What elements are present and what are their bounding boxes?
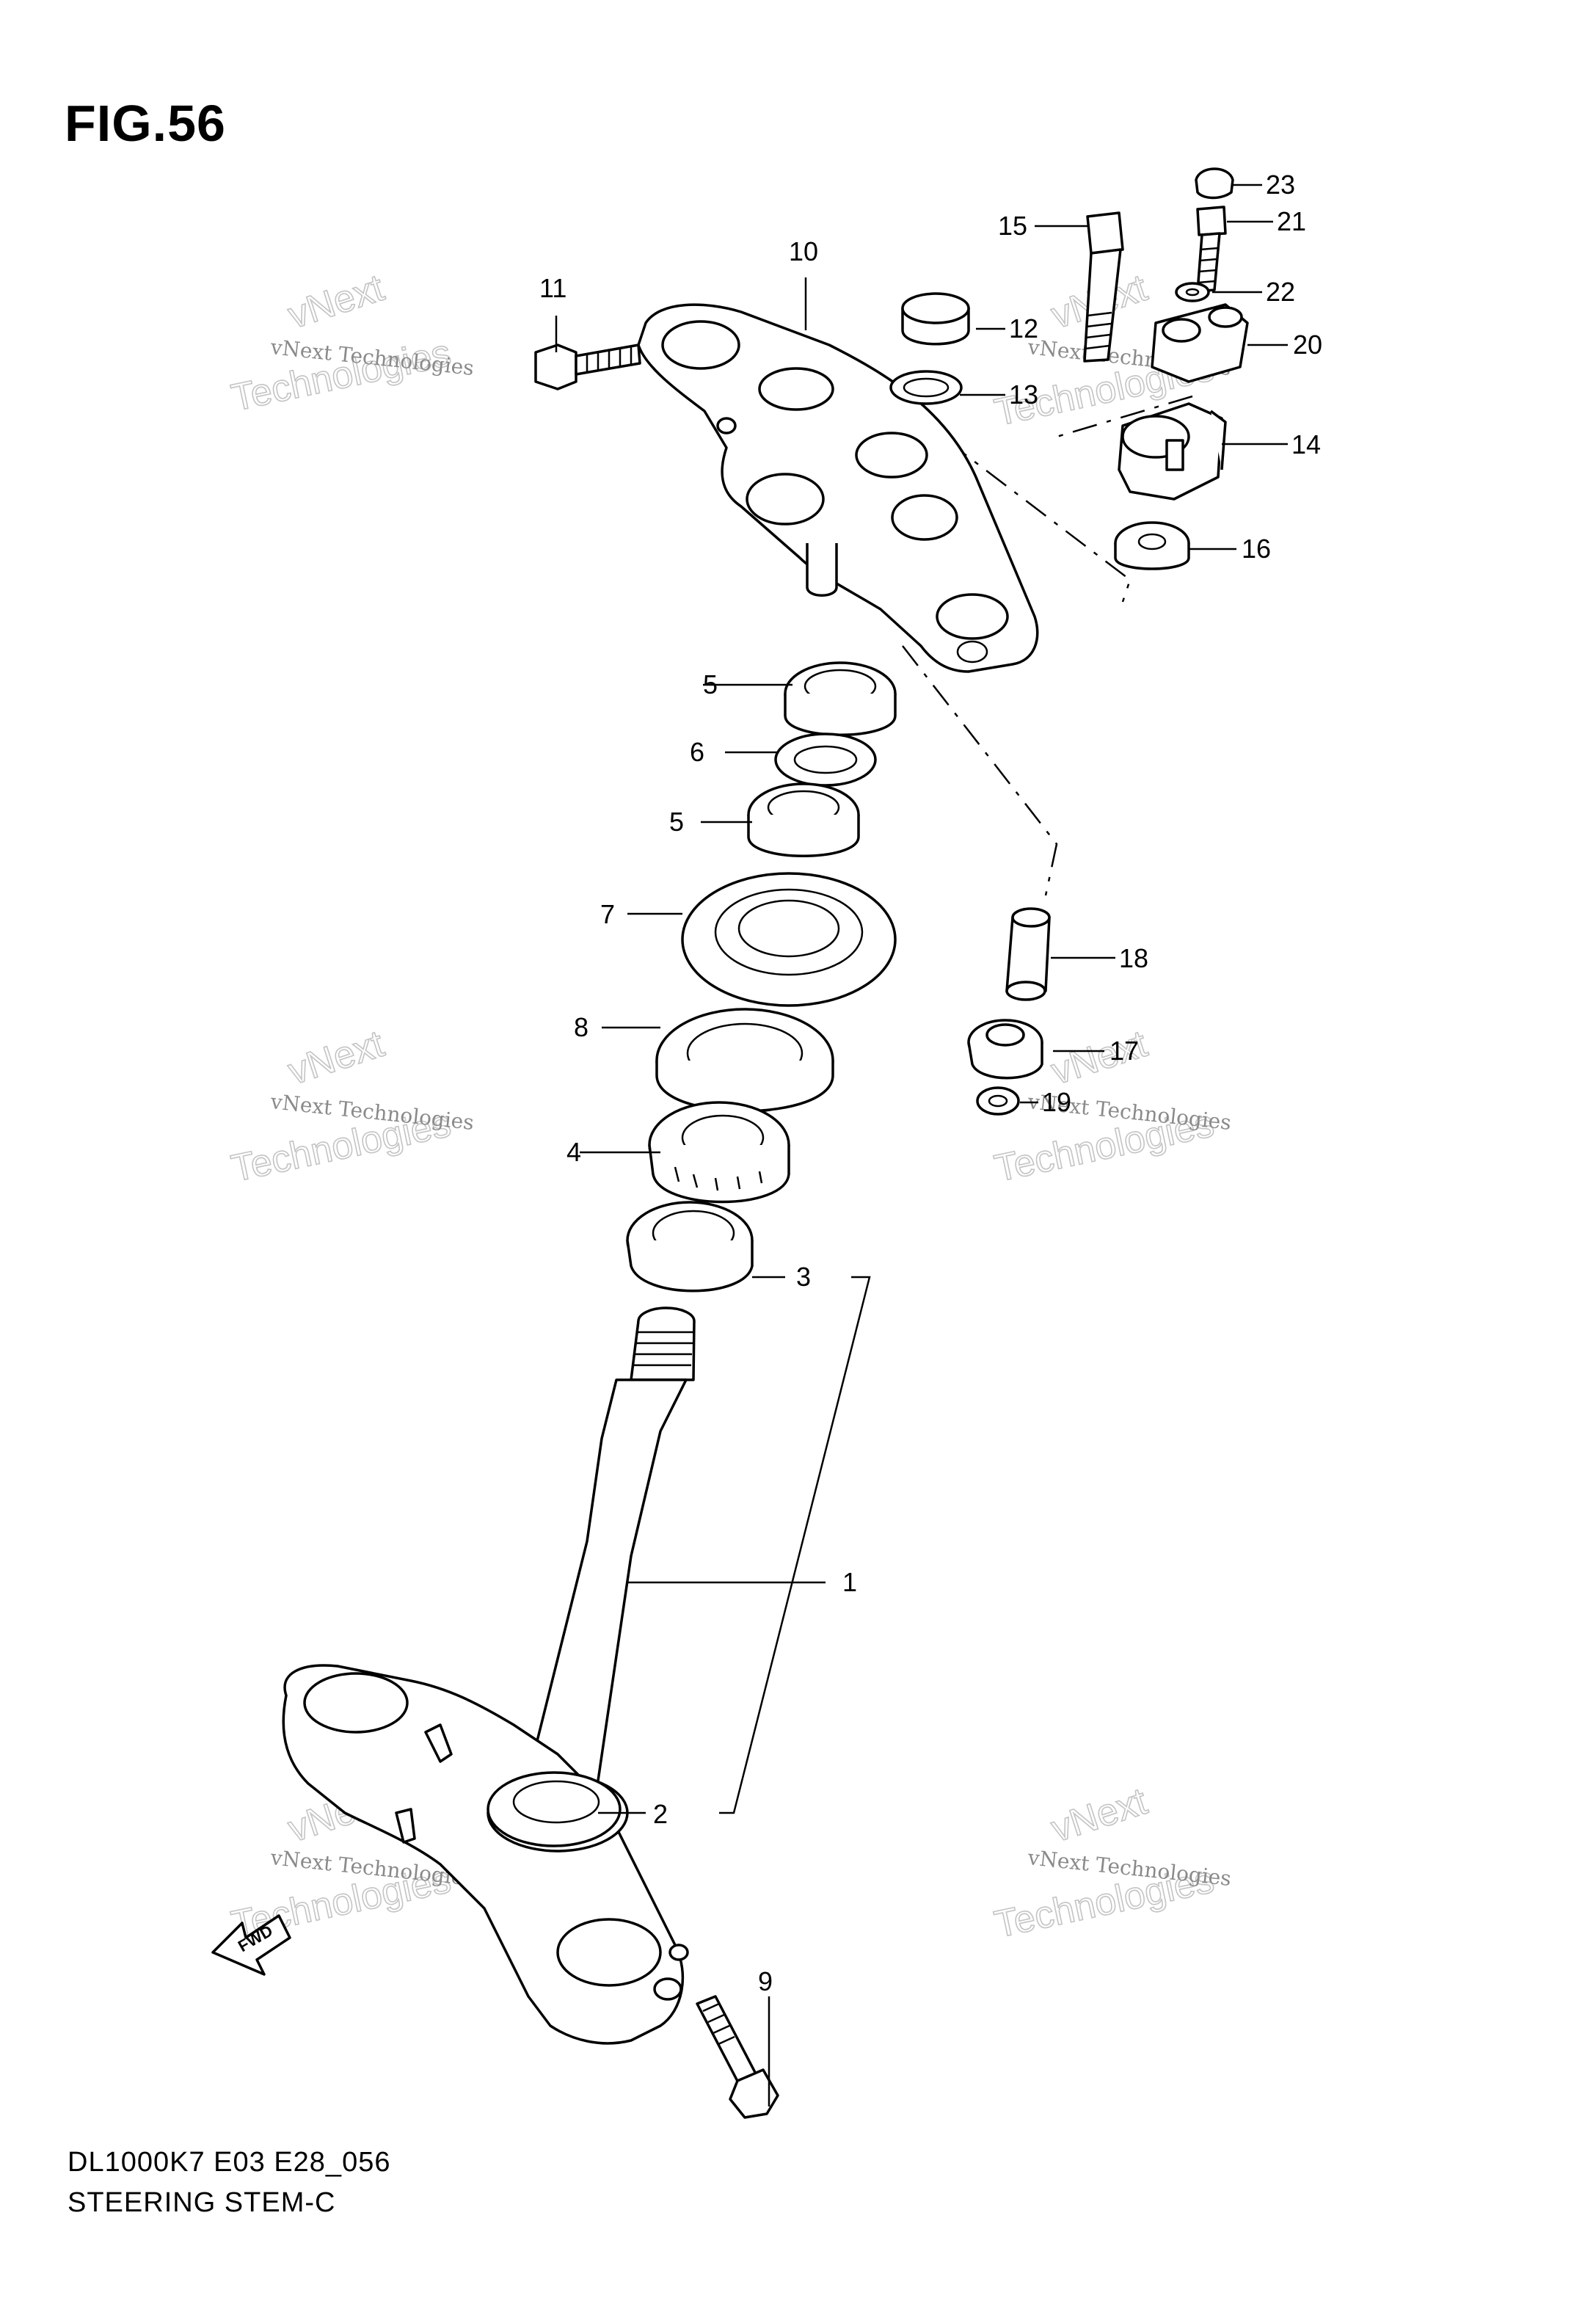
figure-name: STEERING STEM-C [68, 2187, 336, 2218]
steering-stem-1-part [520, 1306, 696, 1807]
assembly-line-stopper [902, 645, 1058, 896]
callout-5-lower: 5 [669, 807, 684, 837]
callout-3: 3 [796, 1262, 811, 1292]
cap-12-part [901, 292, 970, 346]
nut-5-upper-part [784, 661, 897, 736]
leader-lines [555, 183, 1288, 2106]
callout-5-upper: 5 [703, 669, 718, 699]
bearing-4-part [648, 1101, 790, 1204]
callout-22: 22 [1266, 277, 1295, 307]
model-code: DL1000K7 E03 E28_056 [68, 2147, 391, 2178]
callout-8: 8 [574, 1012, 589, 1042]
callout-20: 20 [1293, 330, 1322, 360]
washer-6-part [774, 733, 877, 787]
callout-21: 21 [1277, 206, 1306, 236]
nut-19-part [976, 1086, 1020, 1116]
callout-19: 19 [1042, 1087, 1071, 1117]
callout-17: 17 [1109, 1036, 1139, 1066]
screw-21-part [1196, 206, 1227, 293]
callout-18: 18 [1119, 943, 1148, 973]
watermark-bottom-right: vNext Technologies vNext Technologies [991, 1779, 1233, 1946]
watermark-big-text: vNext [283, 266, 390, 337]
handlebar-holder-20-part [1151, 303, 1249, 383]
callout-23: 23 [1266, 170, 1295, 200]
seal-2-part [487, 1771, 622, 1847]
washer-22-part [1175, 282, 1210, 302]
cap-23-part [1195, 167, 1234, 200]
nut-5-lower-part [747, 782, 860, 857]
watermark-mid-left: vNext Technologies vNext Technologies [227, 1022, 475, 1190]
stopper-17-part [967, 1019, 1043, 1080]
callout-10: 10 [789, 236, 818, 266]
handlebar-holder-14-part [1118, 402, 1227, 501]
callout-12: 12 [1009, 313, 1038, 343]
bolt-11-part [534, 343, 641, 390]
callout-16: 16 [1242, 534, 1271, 564]
dust-seal-7-part [681, 872, 897, 1007]
seal-8-part [655, 1008, 834, 1113]
cushion-16-part [1114, 521, 1190, 570]
callout-7: 7 [600, 899, 615, 929]
callout-9: 9 [758, 1966, 773, 1996]
upper-bracket-part [637, 303, 1039, 673]
callout-4: 4 [566, 1137, 581, 1167]
callout-1: 1 [842, 1567, 857, 1597]
bearing-3-part [626, 1201, 754, 1293]
bolt-15-part [1083, 211, 1124, 363]
figure-title: FIG.56 [65, 95, 226, 152]
washer-13-part [889, 370, 963, 405]
assembly-line-handlebar [1056, 395, 1193, 438]
watermark-big-text: vNext [283, 1022, 390, 1093]
callout-6: 6 [690, 737, 704, 767]
callout-15: 15 [998, 211, 1027, 241]
callout-14: 14 [1291, 429, 1321, 459]
watermark-top-left: vNext Technologies vNext Technologies [227, 266, 475, 420]
callout-2: 2 [653, 1799, 668, 1829]
callout-11: 11 [539, 273, 566, 303]
pipe-18-part [1005, 907, 1051, 1001]
forward-direction-arrow: FWD [211, 1914, 291, 1976]
watermark-big-text: vNext [1046, 1780, 1153, 1850]
bolt-9-part [696, 1995, 779, 2119]
callout-numbers: 1 2 3 4 5 5 6 7 8 9 10 11 12 13 14 15 16… [539, 170, 1322, 1996]
callout-13: 13 [1009, 379, 1038, 410]
